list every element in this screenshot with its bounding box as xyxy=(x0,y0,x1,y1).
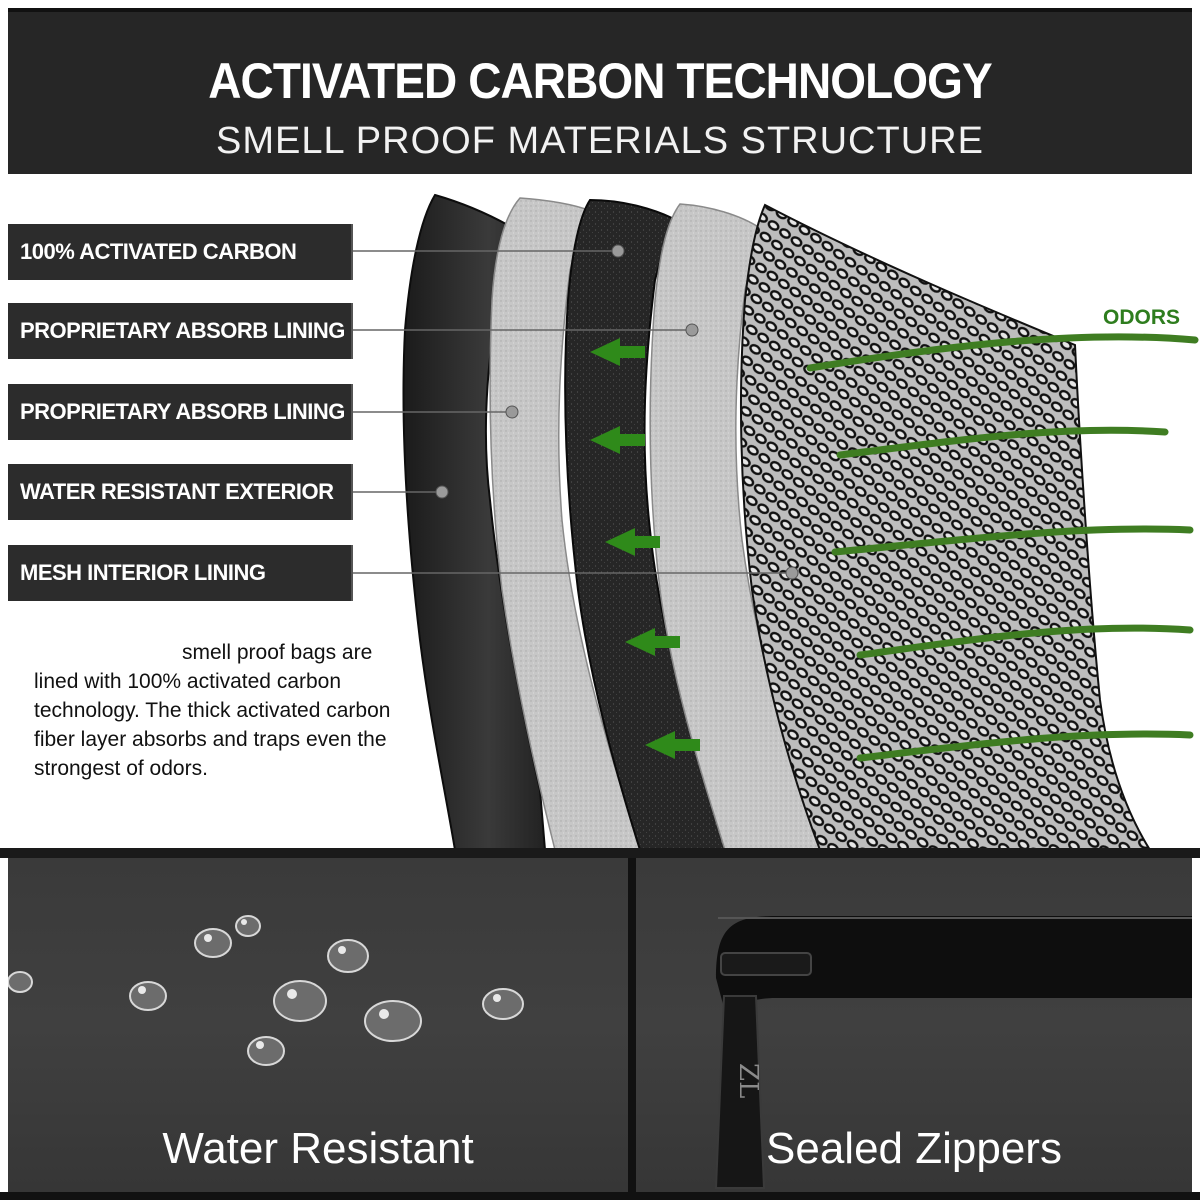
odor-arrows xyxy=(590,338,700,759)
description-text: smell proof bags are lined with 100% act… xyxy=(34,641,391,780)
water-resistant-panel: Water Resistant xyxy=(8,858,628,1192)
sealed-zippers-panel: ZL Sealed Zippers xyxy=(636,858,1192,1192)
callout-dot xyxy=(611,244,625,258)
material-layers-diagram xyxy=(353,193,1199,851)
water-resistant-caption: Water Resistant xyxy=(162,1124,474,1173)
page-title: ACTIVATED CARBON TECHNOLOGY xyxy=(208,53,992,109)
svg-text:ZL: ZL xyxy=(733,1063,763,1098)
page-subtitle: SMELL PROOF MATERIALS STRUCTURE xyxy=(216,120,984,162)
header-banner: ACTIVATED CARBON TECHNOLOGY SMELL PROOF … xyxy=(8,8,1192,174)
layer-label-absorb-lining-1: PROPRIETARY ABSORB LINING xyxy=(8,303,353,359)
leader-lines xyxy=(353,250,792,574)
callout-dot xyxy=(435,485,449,499)
callout-dot xyxy=(505,405,519,419)
layer-label-water-resistant-exterior: WATER RESISTANT EXTERIOR xyxy=(8,464,353,520)
layer-label-absorb-lining-2: PROPRIETARY ABSORB LINING xyxy=(8,384,353,440)
sealed-zippers-caption: Sealed Zippers xyxy=(766,1124,1062,1173)
mesh-interior-layer xyxy=(739,203,1152,851)
zipper-image: ZL xyxy=(714,916,1192,1189)
callout-dot xyxy=(785,566,799,580)
callout-dot xyxy=(685,323,699,337)
panel-divider xyxy=(628,858,636,1192)
odor-streams xyxy=(806,333,1199,762)
bottom-border xyxy=(0,1192,1200,1200)
water-droplets-image xyxy=(8,915,524,1066)
section-divider xyxy=(0,848,1200,858)
layer-label-activated-carbon: 100% ACTIVATED CARBON xyxy=(8,224,353,280)
layer-label-mesh-interior: MESH INTERIOR LINING xyxy=(8,545,353,601)
odors-label: ODORS xyxy=(1103,306,1181,329)
